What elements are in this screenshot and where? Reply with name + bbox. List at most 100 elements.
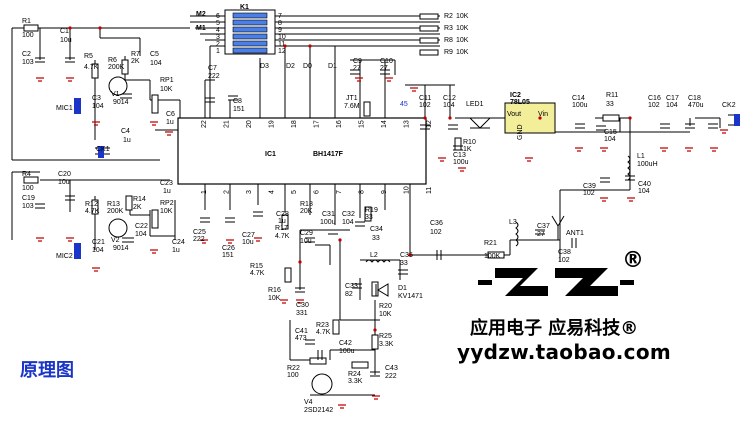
r17-value: 4.7K — [275, 233, 290, 240]
k1-right-nums-9: 9 — [278, 27, 282, 34]
ground-symbols — [36, 77, 728, 409]
ic1-top-pins-13: 13 — [404, 120, 411, 128]
c31-ref: C31 — [322, 211, 335, 218]
c15-value: 104 — [604, 136, 616, 143]
c36-value: 102 — [430, 229, 442, 236]
r13-ref: R13 — [107, 201, 120, 208]
c33-ref: C33 — [345, 283, 358, 290]
r8-value: 10K — [456, 37, 469, 44]
capacitor-labels: C1 10u C2 103 C3 104 C4 1u C5 104 C6 1u … — [22, 28, 704, 380]
ck1-label: CK1 — [96, 146, 110, 153]
r13-value: 200K — [107, 208, 124, 215]
r20-value: 10K — [379, 311, 392, 318]
other-labels: JT1 7.6M LED1 L1 100uH L2 L3 D1 KV1471 M… — [56, 63, 736, 300]
ic1-top-pins-22: 22 — [201, 120, 208, 128]
ic1-bottom-pins-11: 11 — [426, 187, 433, 194]
r14-ref: R14 — [133, 196, 146, 203]
c37-value: 27 — [537, 231, 545, 238]
r19-value: 33 — [365, 214, 373, 221]
c41-ref: C41 — [295, 328, 308, 335]
c15-ref: C15 — [604, 129, 617, 136]
brand-logo: ® — [478, 248, 644, 296]
c39-value: 102 — [583, 190, 595, 197]
ic1-bottom-pins-4: 4 — [269, 190, 276, 194]
r19-ref: R19 — [365, 207, 378, 214]
c11-ref: C11 — [419, 95, 431, 102]
c3-ref: C3 — [92, 95, 101, 102]
c40-ref: C40 — [638, 181, 651, 188]
l3-ref: L3 — [509, 219, 517, 226]
r18-value: 20K — [300, 208, 313, 215]
k1-row-m2: M2 — [196, 11, 206, 18]
c23-value: 1u — [163, 188, 171, 195]
c35-ref: C35 — [400, 252, 413, 259]
r24-value: 3.3K — [348, 378, 363, 385]
rp1-ref: RP1 — [160, 77, 174, 84]
l2-ref: L2 — [370, 252, 378, 259]
k1-right-nums-12: 12 — [278, 48, 286, 55]
c36-ref: C36 — [430, 220, 443, 227]
r21-ref: R21 — [484, 240, 497, 247]
c3-value: 104 — [92, 103, 104, 110]
c43-ref: C43 — [385, 365, 398, 372]
ic1-bottom-pins-10: 10 — [404, 186, 411, 194]
c35-value: 33 — [400, 260, 408, 267]
c4-ref: C4 — [121, 128, 130, 135]
c27-ref: C27 — [242, 232, 255, 239]
ic1-bottom-pins-8: 8 — [359, 190, 366, 194]
c19-value: 103 — [22, 203, 34, 210]
r7-value: 2K — [131, 58, 140, 65]
r8-ref: R8 — [444, 37, 453, 44]
c39-ref: C39 — [583, 183, 596, 190]
c27-value: 10u — [242, 239, 254, 246]
k1-right-nums-11: 11 — [278, 41, 285, 48]
r4-value: 100 — [22, 185, 34, 192]
c28-value: 1u — [278, 218, 286, 225]
ic2-vin: Vin — [538, 111, 548, 118]
component-symbols — [23, 13, 740, 395]
r15-value: 4.7K — [250, 270, 265, 277]
c37-ref: C37 — [537, 223, 550, 230]
c13-ref: C13 — [453, 152, 466, 159]
r6-value: 200K — [108, 64, 125, 71]
r12-value: 4.7K — [85, 208, 100, 215]
c30-ref: C30 — [296, 302, 309, 309]
ic1-top-pins-15: 15 — [359, 120, 366, 128]
mic1-label: MIC1 — [56, 105, 73, 112]
r10-ref: R10 — [463, 139, 476, 146]
ant1-label: ANT1 — [566, 230, 584, 237]
brand-chinese-name: 应用电子 应易科技® — [470, 318, 639, 339]
r11-ref: R11 — [606, 92, 618, 99]
r10-value: 1K — [463, 146, 472, 153]
c6-ref: C6 — [166, 111, 175, 118]
r23-ref: R23 — [316, 322, 329, 329]
d1-ref: D1 — [398, 285, 407, 292]
c31-value: 100u — [320, 219, 336, 226]
ic2-vout: Vout — [507, 111, 521, 118]
ic1-top-pins-16: 16 — [336, 120, 343, 128]
l1-value: 100uH — [637, 161, 658, 168]
c9-value: 27 — [353, 65, 361, 72]
r22-value: 100 — [287, 372, 299, 379]
c2-ref: C2 — [22, 51, 31, 58]
c34-value: 33 — [372, 235, 380, 242]
ic1-bottom-pins-9: 9 — [381, 190, 388, 194]
ic1-bottom-pins-6: 6 — [314, 190, 321, 194]
c29-value: 10u — [300, 238, 312, 245]
c9-ref: C9 — [353, 58, 362, 65]
c11-value: 102 — [419, 102, 431, 109]
k1-left-nums-3: 3 — [216, 34, 220, 41]
v2-part: 9014 — [113, 245, 129, 252]
r23-value: 4.7K — [316, 329, 331, 336]
c42-value: 100u — [339, 348, 355, 355]
c10-value: 27 — [380, 65, 388, 72]
ic1-bottom-pins-1: 1 — [201, 190, 208, 194]
c20-ref: C20 — [58, 171, 71, 178]
r18-ref: R18 — [300, 201, 313, 208]
ic1-top-pins-14: 14 — [381, 120, 388, 128]
schematic-caption: 原理图 — [20, 360, 74, 381]
c18-value: 470u — [688, 102, 704, 109]
